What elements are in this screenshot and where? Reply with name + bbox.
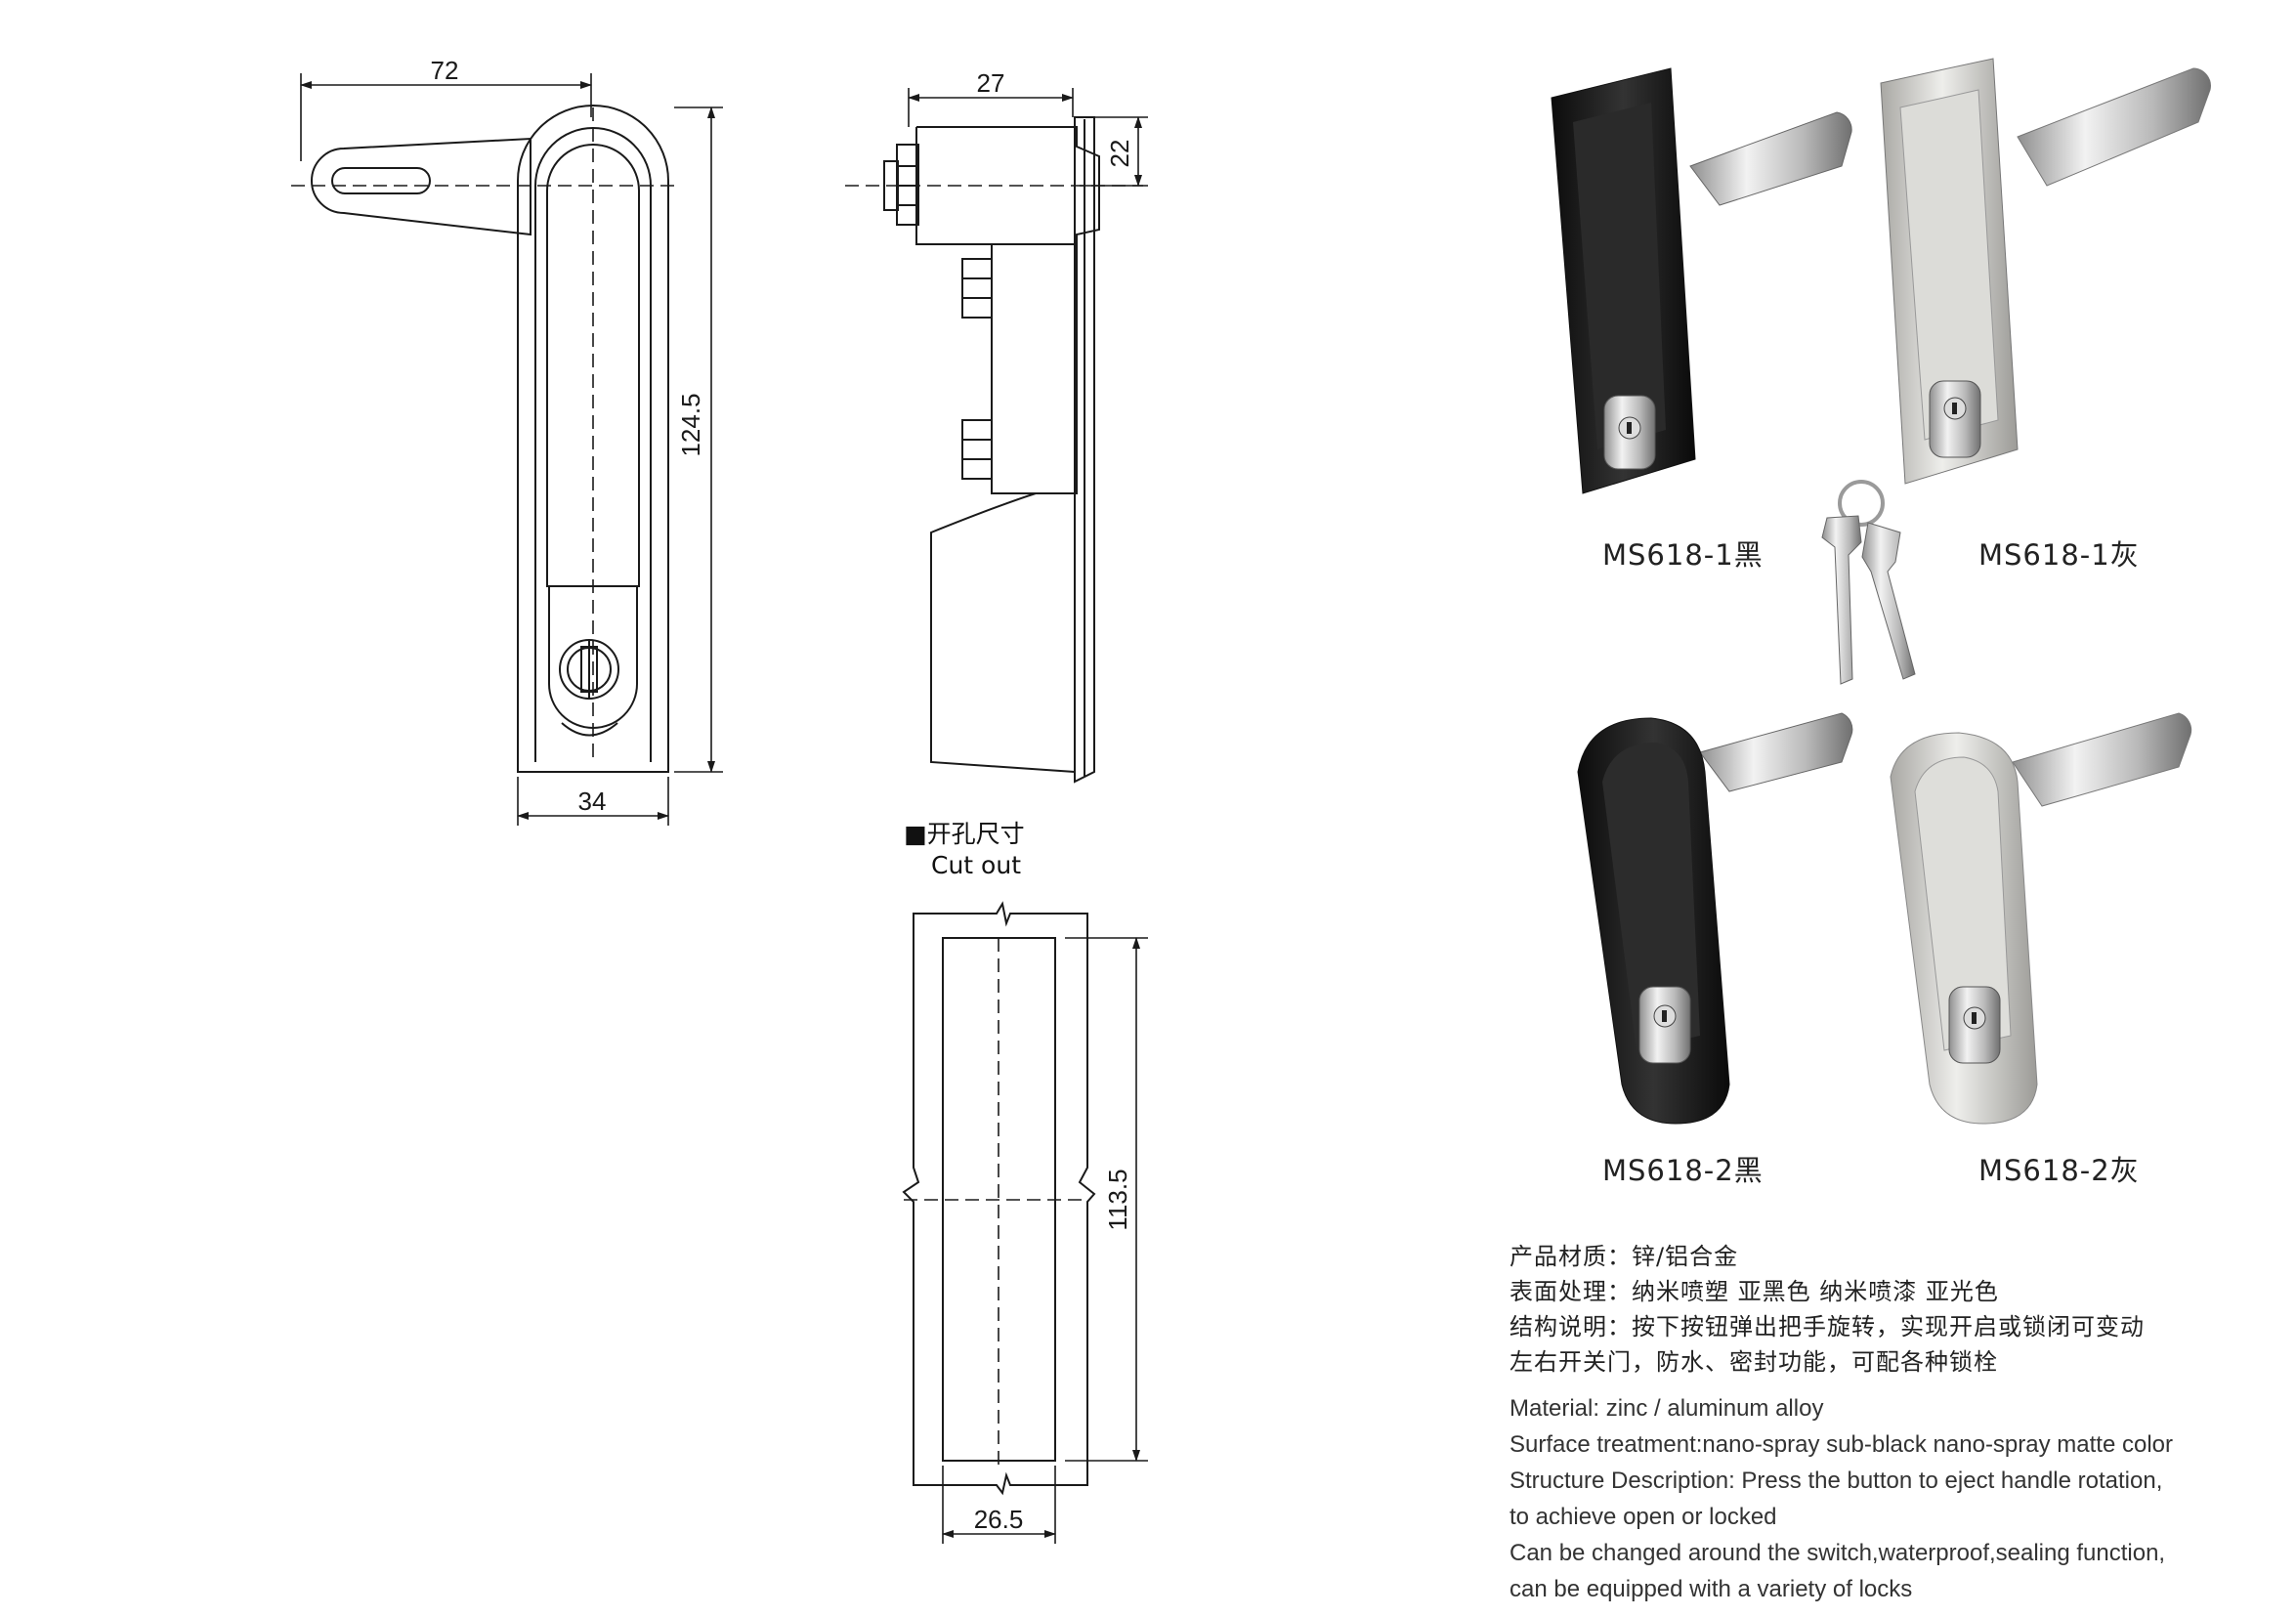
spec-en-structure: Structure Description: Press the button … [1509,1468,2163,1494]
product-label-ms618-1-grey: MS618-1灰 [1978,538,2140,572]
spec-cn-structure: 结构说明：按下按钮弹出把手旋转，实现开启或锁闭可变动 [1509,1313,2145,1340]
dim-22: 22 [1105,140,1134,168]
front-view [311,105,669,773]
product-photo-ms618-1-black [1551,67,1852,494]
spec-cn-surface: 表面处理：纳米喷塑 亚黑色 纳米喷漆 亚光色 [1509,1278,1999,1305]
dim-26-5: 26.5 [974,1505,1024,1534]
product-label-ms618-2-black: MS618-2黑 [1602,1154,1764,1187]
dim-34: 34 [578,787,607,816]
dim-124-5: 124.5 [676,393,705,456]
keys-image [1821,480,1916,685]
spec-en-function: Can be changed around the switch,waterpr… [1509,1540,2166,1566]
dim-27: 27 [977,68,1005,98]
technical-drawing: 72 124.5 34 27 22 [291,56,1148,1544]
spec-cn-material: 产品材质：锌/铝合金 [1509,1243,1739,1270]
side-view [883,116,1100,784]
cutout-marker: ■ [904,820,927,848]
spec-cn-function: 左右开关门，防水、密封功能，可配各种锁栓 [1509,1348,1998,1376]
dim-72: 72 [431,56,459,85]
cutout-label-en: Cut out [931,851,1021,879]
product-photo-ms618-2-black [1577,712,1853,1125]
product-label-ms618-2-grey: MS618-2灰 [1978,1154,2140,1187]
spec-english: Material: zinc / aluminum alloy Surface … [1509,1390,2173,1607]
spec-chinese: 产品材质：锌/铝合金 表面处理：纳米喷塑 亚黑色 纳米喷漆 亚光色 结构说明：按… [1509,1239,2145,1380]
spec-en-function-cont: can be equipped with a variety of locks [1509,1576,1913,1602]
cutout-label-cn: 开孔尺寸 [926,820,1025,848]
spec-en-structure-cont: to achieve open or locked [1509,1504,1777,1530]
dim-113-5: 113.5 [1103,1169,1132,1230]
product-photos [1551,58,2211,1125]
product-label-ms618-1-black: MS618-1黑 [1602,538,1764,572]
product-photo-ms618-1-grey [1880,58,2211,485]
cutout-label: ■开孔尺寸 Cut out [904,819,1025,881]
product-photo-ms618-2-grey [1890,712,2192,1125]
spec-en-surface: Surface treatment:nano-spray sub-black n… [1509,1431,2173,1458]
spec-en-material: Material: zinc / aluminum alloy [1509,1395,1824,1422]
